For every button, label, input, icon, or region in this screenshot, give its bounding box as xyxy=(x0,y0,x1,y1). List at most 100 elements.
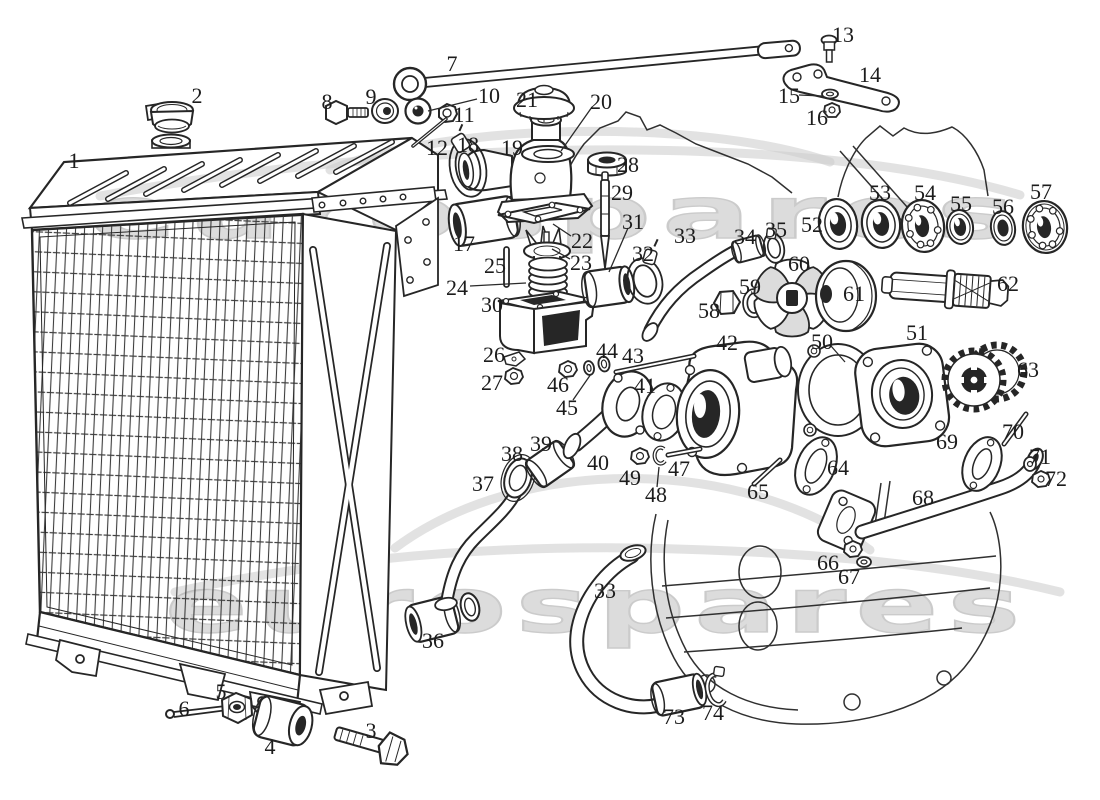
part-label-33: 33 xyxy=(594,578,616,603)
bracket-14 xyxy=(782,63,900,113)
leader-line xyxy=(830,345,846,363)
part-label-41: 41 xyxy=(634,373,656,398)
pin-25 xyxy=(503,246,510,288)
valve-needle-29 xyxy=(599,171,611,269)
part-label-17: 17 xyxy=(453,231,475,256)
part-label-63: 63 xyxy=(1017,357,1039,382)
pump-body-30 xyxy=(497,290,596,355)
part-label-18: 18 xyxy=(457,132,479,157)
part-label-74: 74 xyxy=(702,700,724,725)
leader-line xyxy=(552,223,572,237)
part-label-2: 2 xyxy=(192,83,203,108)
hose-33-lower xyxy=(569,544,674,715)
plug-58 xyxy=(712,289,742,316)
part-label-70: 70 xyxy=(1002,419,1024,444)
part-label-60: 60 xyxy=(788,251,810,276)
clamp-35 xyxy=(762,227,786,264)
radiator-cap xyxy=(144,101,195,134)
washer-67 xyxy=(856,556,872,568)
part-label-49: 49 xyxy=(619,465,641,490)
bearing-53 xyxy=(860,198,902,250)
tie-rod-7 xyxy=(392,39,801,102)
hose-clamp-18 xyxy=(448,123,488,198)
leader-line xyxy=(572,373,592,401)
part-label-29: 29 xyxy=(611,180,633,205)
part-label-6: 6 xyxy=(179,696,190,721)
gasket-64 xyxy=(794,436,838,496)
part-label-40: 40 xyxy=(587,450,609,475)
radiator-x-brace xyxy=(309,242,391,676)
washer-20 xyxy=(521,145,575,163)
leader-line xyxy=(469,282,527,287)
washer-45 xyxy=(583,360,595,376)
part-label-55: 55 xyxy=(950,191,972,216)
part-label-61: 61 xyxy=(843,281,865,306)
part-label-25: 25 xyxy=(484,253,506,278)
part-label-24: 24 xyxy=(446,275,468,300)
part-label-20: 20 xyxy=(590,89,612,114)
part-label-14: 14 xyxy=(859,62,881,87)
hose-33-upper xyxy=(641,243,744,342)
gasket-69 xyxy=(961,436,1003,492)
radiator-rib-slots xyxy=(67,139,395,206)
washer-44 xyxy=(597,355,611,373)
part-label-9: 9 xyxy=(366,84,377,109)
leader-line xyxy=(608,227,629,273)
washer-15 xyxy=(821,88,839,100)
sleeve-31 xyxy=(581,265,636,309)
part-label-71: 71 xyxy=(1029,444,1051,469)
part-label-7: 7 xyxy=(447,51,458,76)
roller-4 xyxy=(251,695,314,747)
part-label-46: 46 xyxy=(547,372,569,397)
cap-nut-21 xyxy=(513,84,575,122)
cover-51 xyxy=(854,342,951,448)
part-label-64: 64 xyxy=(827,455,849,480)
part-label-68: 68 xyxy=(912,485,934,510)
part-label-33: 33 xyxy=(674,223,696,248)
part-label-30: 30 xyxy=(481,292,503,317)
washer-10 xyxy=(404,97,432,125)
part-label-3: 3 xyxy=(366,718,377,743)
part-label-5: 5 xyxy=(216,679,227,704)
part-label-16: 16 xyxy=(806,105,828,130)
part-label-44: 44 xyxy=(596,338,618,363)
part-label-66: 66 xyxy=(817,550,839,575)
part-label-45: 45 xyxy=(556,395,578,420)
part-label-11: 11 xyxy=(453,102,474,127)
sleeve-73 xyxy=(650,672,708,717)
part-label-28: 28 xyxy=(617,152,639,177)
part-label-53: 53 xyxy=(869,180,891,205)
pin-70 xyxy=(1001,411,1029,447)
filler-neck xyxy=(151,133,191,149)
bolt-8 xyxy=(325,99,369,126)
part-label-58: 58 xyxy=(698,298,720,323)
radiator xyxy=(21,133,448,744)
part-label-10: 10 xyxy=(478,83,500,108)
part-label-65: 65 xyxy=(747,479,769,504)
pump-housing-42 xyxy=(675,340,799,477)
part-label-1: 1 xyxy=(69,148,80,173)
seal-56 xyxy=(989,210,1017,246)
part-label-22: 22 xyxy=(571,228,593,253)
part-label-39: 39 xyxy=(530,431,552,456)
pin-12 xyxy=(411,117,448,148)
radiator-core xyxy=(30,212,305,677)
part-label-73: 73 xyxy=(663,704,685,729)
part-label-13: 13 xyxy=(832,22,854,47)
washer-71 xyxy=(1023,456,1037,472)
nut-46 xyxy=(558,360,578,378)
part-label-4: 4 xyxy=(265,734,276,759)
part-label-69: 69 xyxy=(936,429,958,454)
part-label-59: 59 xyxy=(739,274,761,299)
nut-27 xyxy=(504,367,524,385)
flange-38 xyxy=(500,454,536,502)
part-label-21: 21 xyxy=(516,87,538,112)
part-label-23: 23 xyxy=(570,250,592,275)
leader-line xyxy=(656,466,660,488)
leader-line xyxy=(427,98,478,112)
part-label-51: 51 xyxy=(906,320,928,345)
stud-47 xyxy=(665,446,703,458)
